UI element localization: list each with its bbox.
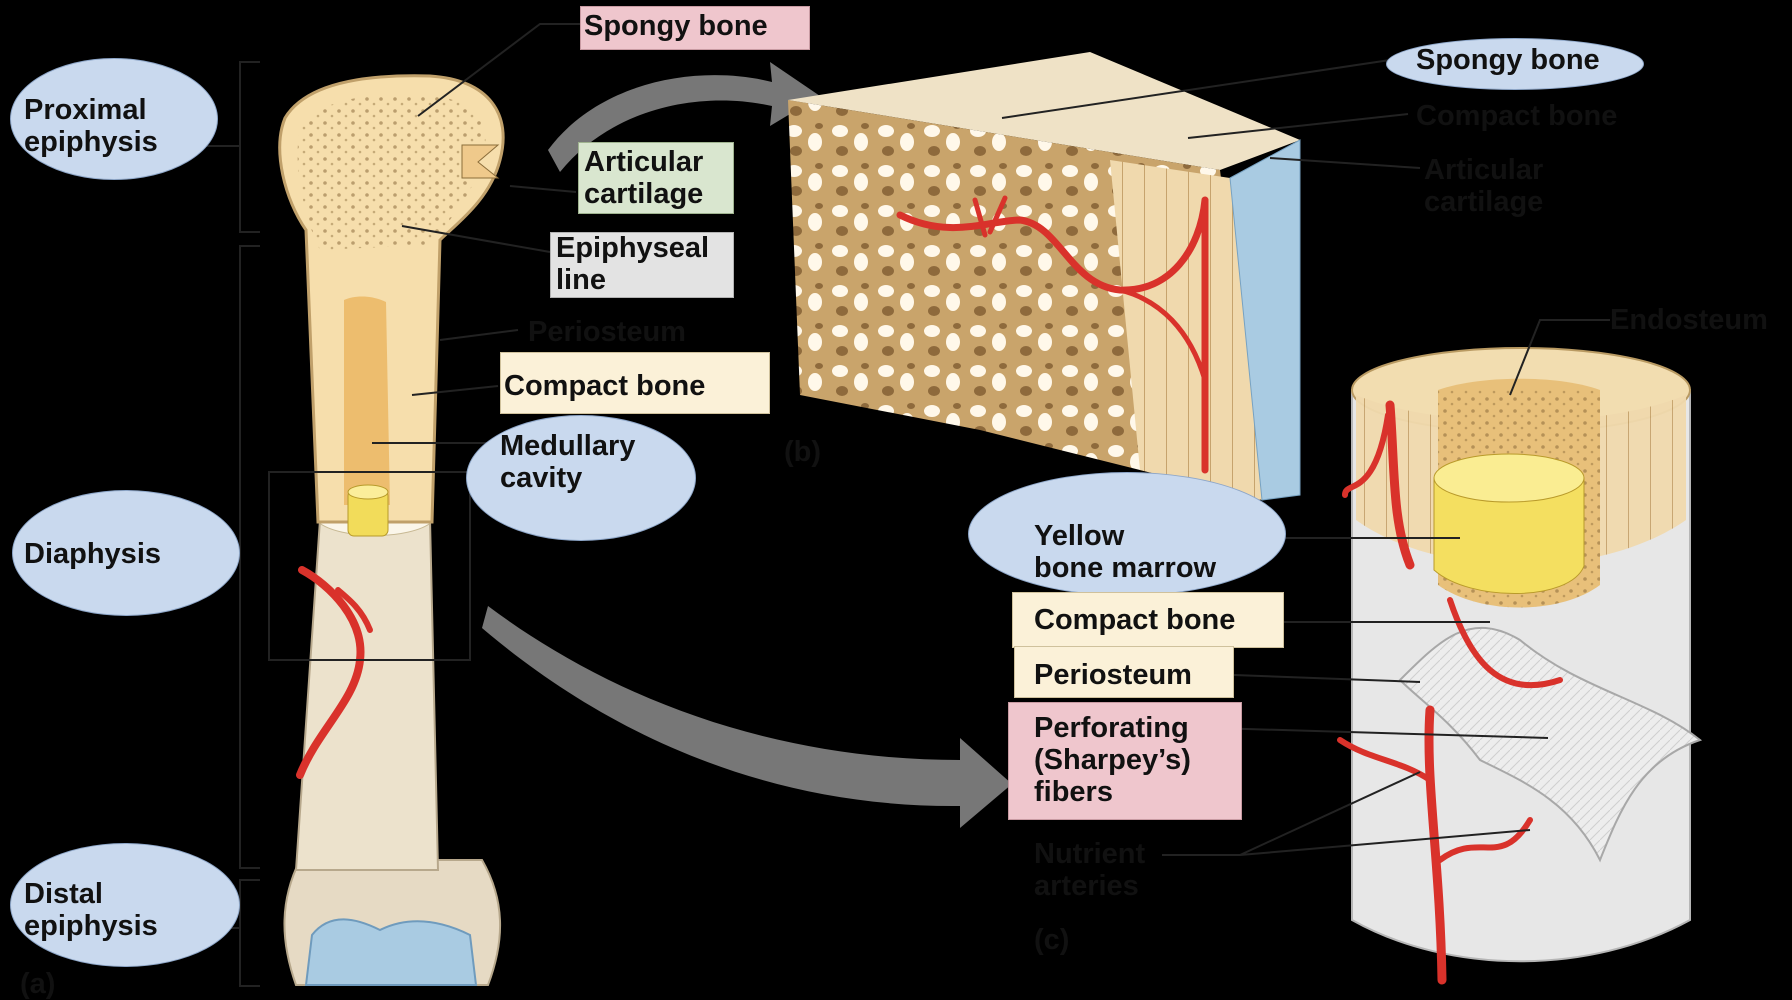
label-medullary-cavity: Medullary cavity <box>500 430 635 494</box>
label-yellow-bone-marrow: Yellow bone marrow <box>1034 520 1216 584</box>
panel-c-tag: (c) <box>1034 924 1069 956</box>
label-proximal-epiphysis: Proximal epiphysis <box>24 94 158 158</box>
diaphysis-segment-c <box>1340 348 1700 980</box>
leader-periosteum-a <box>440 330 518 340</box>
diaphysis-shaft <box>296 520 438 870</box>
label-compact-bone-b: Compact bone <box>1416 100 1617 132</box>
label-spongy-bone-b: Spongy bone <box>1416 44 1600 76</box>
label-periosteum-a: Periosteum <box>528 316 686 348</box>
label-compact-bone-c: Compact bone <box>1034 604 1235 636</box>
spongy-block-b <box>788 52 1300 500</box>
distal-articular-cartilage <box>306 919 476 985</box>
label-perforating-fibers: Perforating (Sharpey’s) fibers <box>1034 712 1191 808</box>
label-articular-cartilage-b: Articular cartilage <box>1424 154 1543 218</box>
panel-a-tag: (a) <box>20 968 55 1000</box>
panel-b-tag: (b) <box>784 436 821 468</box>
label-diaphysis: Diaphysis <box>24 538 161 570</box>
arrow-to-c <box>482 606 1012 828</box>
proximal-spongy-pores <box>298 94 486 250</box>
medullary-cavity-shape <box>344 296 390 505</box>
long-bone-a <box>269 76 503 985</box>
marrow-plug-top <box>348 485 388 499</box>
bracket-diaphysis <box>240 246 260 868</box>
label-nutrient-arteries: Nutrient arteries <box>1034 838 1145 902</box>
segment-marrow-top <box>1434 454 1584 502</box>
label-epiphyseal-line: Epiphyseal line <box>556 232 709 296</box>
bracket-distal <box>240 880 260 986</box>
label-distal-epiphysis: Distal epiphysis <box>24 878 158 942</box>
bracket-proximal <box>240 62 260 232</box>
label-articular-cartilage-a: Articular cartilage <box>584 146 703 210</box>
label-periosteum-c: Periosteum <box>1034 659 1192 691</box>
label-compact-bone-a: Compact bone <box>504 370 705 402</box>
leader-artcart-a <box>510 186 576 192</box>
label-endosteum: Endosteum <box>1610 304 1768 336</box>
label-spongy-bone-a: Spongy bone <box>584 10 768 42</box>
